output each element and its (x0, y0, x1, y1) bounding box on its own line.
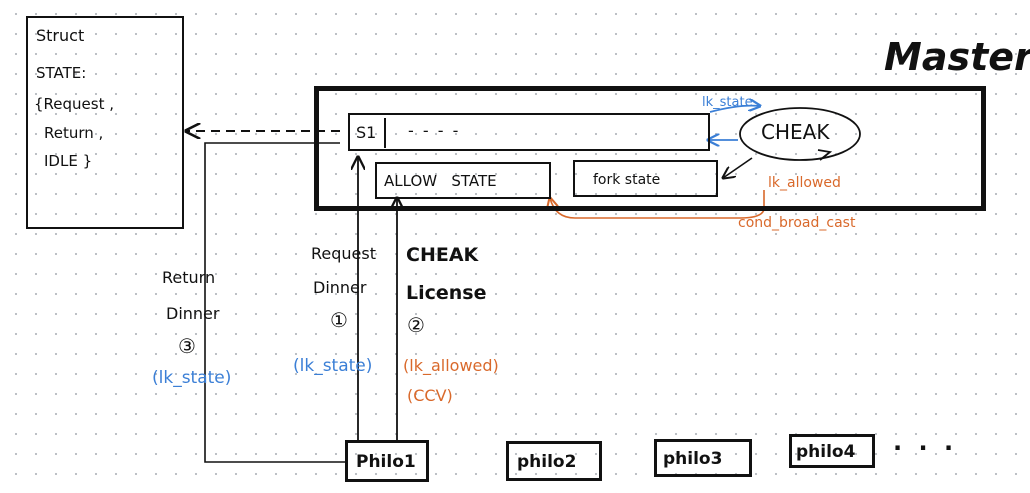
fork-state-label: fork state (593, 172, 661, 188)
struct-line-return: Return , (44, 124, 104, 142)
cheak-label: CHEAK (761, 120, 830, 144)
request-dinner-label-2: Dinner (313, 278, 367, 297)
struct-line-request: {Request , (34, 95, 115, 113)
lk-state-label: lk_state (702, 95, 753, 110)
struct-title: Struct (36, 26, 85, 45)
struct-box: Struct STATE: {Request , Return , IDLE } (26, 16, 184, 229)
philo-4-label: philo4 (796, 442, 856, 462)
cheak-license-ccv: (CCV) (407, 386, 453, 405)
return-dinner-step: ③ (178, 334, 196, 358)
struct-line-state: STATE: (36, 64, 87, 82)
fork-state-box: fork state (573, 160, 718, 197)
cheak-loop (739, 107, 861, 161)
philo-4-box: philo4 (789, 434, 875, 468)
cheak-loop-arrowhead (817, 149, 833, 161)
lk-allowed-label: lk_allowed (768, 175, 841, 191)
s1-divider (384, 118, 386, 148)
philo-1-label: Philo1 (356, 452, 416, 472)
more-philosophers-ellipsis: . . . (893, 428, 958, 456)
philo-3-label: philo3 (663, 449, 723, 469)
lk-state-arrow (709, 106, 760, 113)
philo-2-box: philo2 (506, 441, 602, 481)
cheak-license-lock: (lk_allowed) (403, 356, 499, 375)
cheak-license-step: ② (407, 313, 425, 337)
s1-dashes: - - - - (408, 121, 461, 140)
return-dinner-label-1: Return (162, 268, 216, 287)
request-dinner-step: ① (330, 308, 348, 332)
s1-box: S1 - - - - (348, 113, 710, 151)
request-dinner-lock: (lk_state) (293, 356, 373, 376)
return-dinner-path (204, 142, 345, 463)
return-dinner-label-2: Dinner (166, 304, 220, 323)
master-box (314, 86, 986, 211)
cheak-license-label-1: CHEAK (406, 244, 479, 266)
allow-state-box: ALLOW STATE (375, 162, 551, 199)
master-title: Master (884, 35, 1030, 79)
cheak-to-fork-arrow (723, 157, 753, 178)
philo-3-box: philo3 (654, 439, 752, 477)
request-dinner-label-1: Request (311, 244, 376, 263)
allow-state-label: ALLOW STATE (384, 172, 497, 190)
philo-1-box: Philo1 (345, 440, 429, 482)
s1-label: S1 (356, 123, 377, 142)
philo-2-label: philo2 (517, 452, 577, 472)
cond-broadcast-label: cond_broad_cast (738, 215, 856, 231)
cheak-license-label-2: License (406, 282, 487, 304)
return-dinner-lock: (lk_state) (152, 368, 232, 388)
struct-line-idle: IDLE } (44, 152, 93, 170)
